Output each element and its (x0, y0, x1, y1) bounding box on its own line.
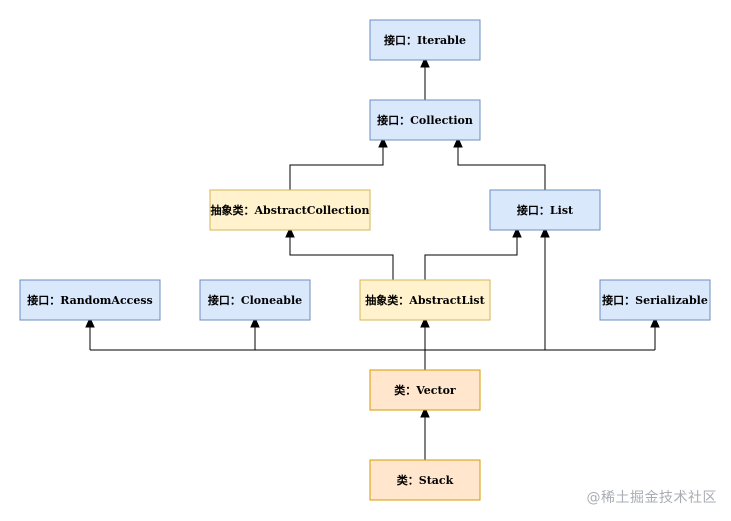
arrowheads (85, 56, 660, 418)
node-iterable-label: 接口：Iterable (384, 33, 466, 47)
node-abstract-collection-label: 抽象类：AbstractCollection (211, 203, 370, 217)
node-collection[interactable]: 接口：Collection (369, 99, 481, 141)
node-vector[interactable]: 类：Vector (369, 369, 481, 411)
arrowhead-list-from-abstractlist (512, 226, 522, 238)
node-list-label: 接口：List (517, 203, 574, 217)
node-list[interactable]: 接口：List (489, 189, 601, 231)
edge-abstractcollection-to-collection (289, 146, 384, 190)
edge-list-to-collection (457, 146, 546, 190)
node-iterable[interactable]: 接口：Iterable (369, 19, 481, 61)
arrowhead-collection-right (453, 136, 463, 148)
node-stack-label: 类：Stack (397, 473, 454, 487)
node-stack[interactable]: 类：Stack (369, 459, 481, 501)
node-serializable-label: 接口：Serializable (602, 293, 708, 307)
node-abstract-list-label: 抽象类：AbstractList (365, 293, 485, 307)
node-vector-label: 类：Vector (394, 383, 456, 397)
node-abstract-list[interactable]: 抽象类：AbstractList (359, 279, 491, 321)
node-cloneable-label: 接口：Cloneable (208, 293, 302, 307)
node-collection-label: 接口：Collection (377, 113, 473, 127)
edge-abstractlist-to-abstractcollection (289, 236, 394, 280)
node-serializable[interactable]: 接口：Serializable (599, 279, 711, 321)
node-random-access-label: 接口：RandomAccess (27, 293, 153, 307)
node-random-access[interactable]: 接口：RandomAccess (19, 279, 161, 321)
arrowhead-serializable (650, 316, 660, 328)
node-abstract-collection[interactable]: 抽象类：AbstractCollection (209, 189, 371, 231)
arrowhead-cloneable (250, 316, 260, 328)
edge-abstractlist-to-list (424, 236, 518, 280)
arrowhead-vector (420, 406, 430, 418)
arrowhead-randomaccess (85, 316, 95, 328)
arrowhead-abstractlist (420, 316, 430, 328)
node-cloneable[interactable]: 接口：Cloneable (199, 279, 311, 321)
arrowhead-iterable (420, 56, 430, 68)
arrowhead-collection-left (378, 136, 388, 148)
arrowhead-abstractcollection (285, 226, 295, 238)
edges (89, 66, 656, 460)
watermark: @稀土掘金技术社区 (586, 490, 717, 506)
arrowhead-list-from-vector (540, 226, 550, 238)
